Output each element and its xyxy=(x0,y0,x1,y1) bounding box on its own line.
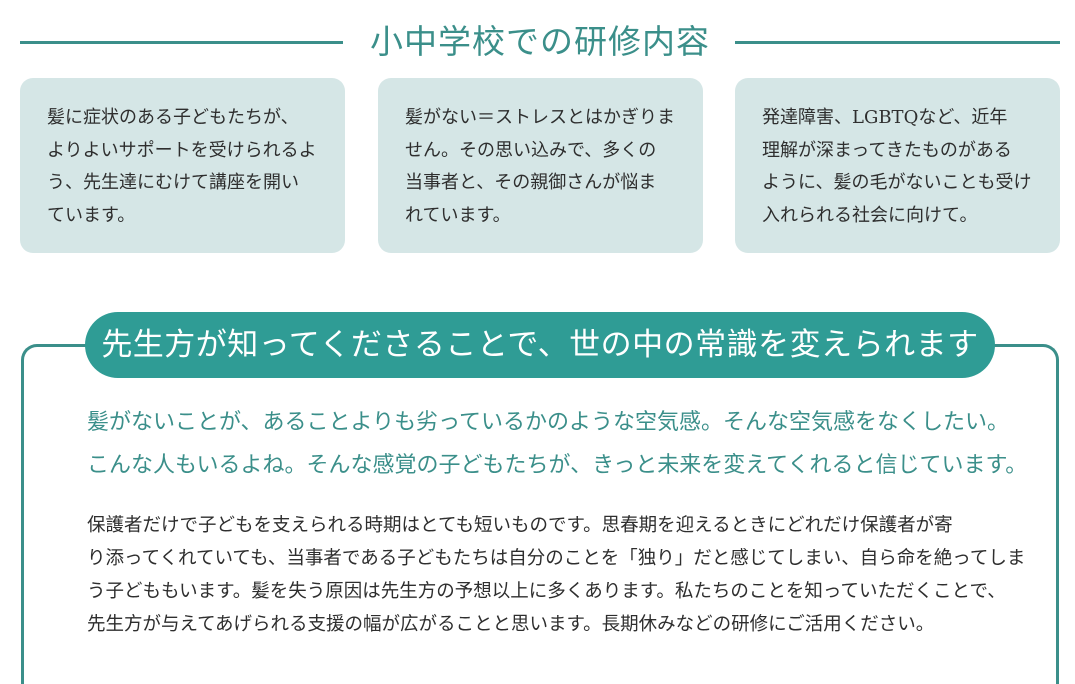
body-line: 保護者だけで子どもを支えられる時期はとても短いものです。思春期を迎えるときにどれ… xyxy=(87,515,953,536)
card-text-line: 入れられる社会に向けて。 xyxy=(762,204,978,226)
body-line: り添ってくれていても、当事者である子どもたちは自分のことを「独り」だと感じてしま… xyxy=(87,548,1026,569)
card-text-line: う、先生達にむけて講座を開い xyxy=(47,172,299,193)
lead-line: 髪がないことが、あることよりも劣っているかのような空気感。そんな空気感をなくした… xyxy=(87,410,1010,435)
card-text-line: ています。 xyxy=(47,204,136,226)
message-body: 保護者だけで子どもを支えられる時期はとても短いものです。思春期を迎えるときにどれ… xyxy=(87,509,1026,641)
card-text-line: れています。 xyxy=(405,204,511,226)
section-header: 小中学校での研修内容 xyxy=(0,18,1075,66)
message-heading: 先生方が知ってくださることで、世の中の常識を変えられます xyxy=(85,312,995,378)
section-title: 小中学校での研修内容 xyxy=(370,22,710,61)
info-card-support: 髪に症状のある子どもたちが、 よりよいサポートを受けられるよ う、先生達にむけて… xyxy=(20,78,345,253)
info-card-society: 発達障害、LGBTQなど、近年 理解が深まってきたものがある ように、髪の毛がな… xyxy=(735,78,1060,253)
lead-line: こんな人もいるよね。そんな感覚の子どもたちが、きっと未来を変えてくれると信じてい… xyxy=(87,453,1028,478)
card-text-line: 理解が深まってきたものがある xyxy=(762,139,1012,161)
title-rule-right xyxy=(735,41,1060,44)
card-text-line: よりよいサポートを受けられるよ xyxy=(47,139,317,161)
body-line: 先生方が与えてあげられる支援の幅が広がることと思います。長期休みなどの研修にご活… xyxy=(87,614,935,635)
card-text-line: せん。その思い込みで、多くの xyxy=(405,139,657,161)
info-card-stress: 髪がない＝ストレスとはかぎりま せん。その思い込みで、多くの 当事者と、その親御… xyxy=(378,78,703,253)
card-text-line: 髪に症状のある子どもたちが、 xyxy=(47,107,299,128)
card-text-line: ように、髪の毛がないことも受け xyxy=(762,172,1032,193)
card-text-line: 発達障害、LGBTQなど、近年 xyxy=(762,107,1008,128)
card-text-line: 当事者と、その親御さんが悩ま xyxy=(405,172,657,193)
title-rule-left xyxy=(20,41,343,44)
body-line: う子どももいます。髪を失う原因は先生方の予想以上に多くあります。私たちのことを知… xyxy=(87,581,1006,602)
card-text-line: 髪がない＝ストレスとはかぎりま xyxy=(405,107,675,128)
message-lead: 髪がないことが、あることよりも劣っているかのような空気感。そんな空気感をなくした… xyxy=(87,401,1047,487)
